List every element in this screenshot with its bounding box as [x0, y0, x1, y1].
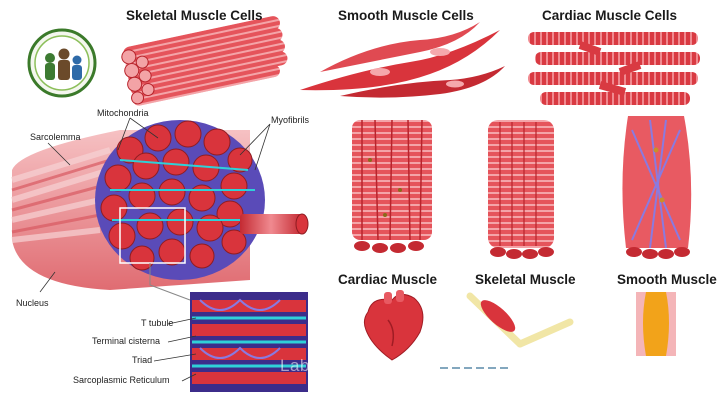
triad-inset — [190, 292, 308, 392]
sarcoplasmic-reticulum-label: Sarcoplasmic Reticulum — [73, 375, 170, 385]
sarcolemma-label: Sarcolemma — [30, 132, 81, 142]
skeletal-muscle-cells-title: Skeletal Muscle Cells — [126, 8, 263, 23]
arm-muscle-illustration — [466, 292, 574, 348]
skeletal-muscle-fiber-bundle — [11, 120, 309, 301]
smooth-muscle-cells-illustration — [300, 22, 505, 98]
watermark: LabTestsGuide.com — [280, 356, 439, 375]
smooth-muscle-tissue-illustration — [622, 116, 692, 259]
smooth-muscle-tube-illustration — [636, 292, 676, 356]
t-tubule-label: T tubule — [141, 318, 174, 328]
cardiac-muscle-tissue-illustration — [352, 119, 432, 253]
skeletal-muscle-tissue-illustration — [488, 120, 554, 259]
cardiac-muscle-cells-illustration — [528, 32, 700, 105]
skeletal-muscle-cells-illustration — [121, 16, 288, 106]
cardiac-muscle-cells-title: Cardiac Muscle Cells — [542, 8, 678, 23]
mitochondria-label: Mitochondria — [97, 108, 149, 118]
smooth-muscle-cells-title: Smooth Muscle Cells — [338, 8, 474, 23]
triad-label: Triad — [132, 355, 153, 365]
leader-lines — [39, 117, 271, 382]
cardiac-muscle-title: Cardiac Muscle — [338, 272, 438, 287]
myofibrils-label: Myofibrils — [271, 115, 310, 125]
logo — [27, 28, 97, 98]
nucleus-label: Nucleus — [16, 298, 49, 308]
skeletal-muscle-title: Skeletal Muscle — [475, 272, 576, 287]
heart-illustration — [363, 290, 424, 361]
smooth-muscle-title: Smooth Muscle — [617, 272, 717, 287]
terminal-cisterna-label: Terminal cisterna — [92, 336, 161, 346]
